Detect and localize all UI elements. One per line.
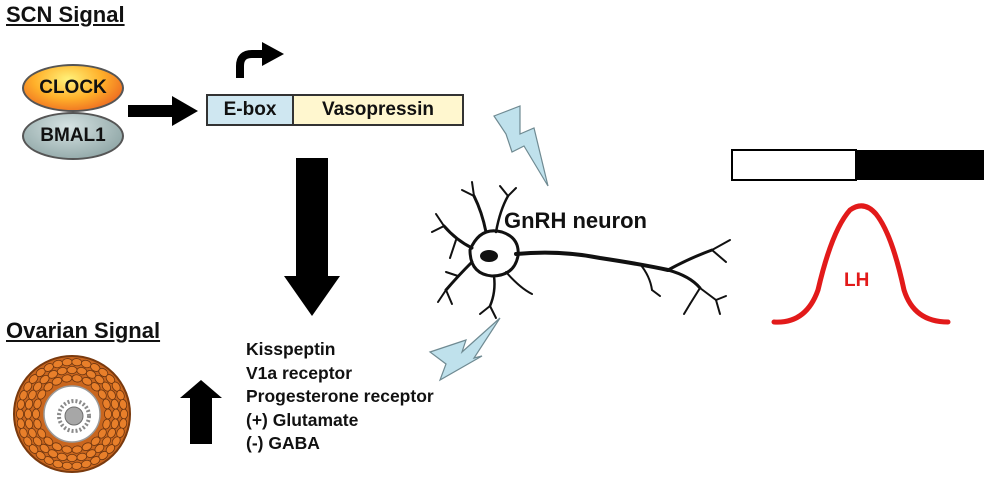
- granulosa-cell: [120, 408, 129, 420]
- clock-protein: CLOCK: [22, 64, 124, 112]
- ovarian-up-arrow: [180, 380, 222, 444]
- granulosa-cell: [23, 408, 32, 420]
- granulosa-cell: [31, 408, 40, 420]
- granulosa-cell: [104, 408, 113, 420]
- ovarian-follicle-icon: [13, 355, 131, 473]
- granulosa-cell: [37, 428, 47, 439]
- granulosa-cell: [61, 445, 73, 454]
- ebox-label: E-box: [223, 99, 277, 120]
- granulosa-cell: [110, 398, 119, 410]
- target-item-progesterone-receptor: Progesterone receptor: [246, 386, 434, 406]
- granulosa-cell: [51, 377, 63, 386]
- bmal1-protein: BMAL1: [22, 112, 124, 160]
- target-item-kisspeptin: Kisspeptin: [246, 339, 336, 359]
- clock-label: CLOCK: [39, 77, 107, 98]
- granulosa-cell: [15, 408, 24, 420]
- scn-signal-title: SCN Signal: [6, 2, 125, 27]
- activation-arrow: [128, 96, 198, 126]
- granulosa-cell: [112, 408, 121, 420]
- ovarian-signal-title: Ovarian Signal: [6, 318, 161, 343]
- granulosa-cell: [71, 374, 83, 383]
- target-item-v1a-receptor: V1a receptor: [246, 362, 353, 383]
- target-list: Kisspeptin V1a receptor Progesterone rec…: [246, 338, 434, 456]
- lh-surge-curve: [771, 203, 951, 325]
- lightning-bolt-icon-top: [493, 105, 549, 187]
- lightning-bolt-icon-bottom: [428, 317, 501, 382]
- light-dark-cycle-bar: [731, 149, 984, 181]
- vasopressin-gene: Vasopressin: [292, 94, 464, 126]
- downregulation-arrow: [284, 158, 340, 316]
- granulosa-cell: [66, 454, 78, 463]
- lh-label: LH: [844, 270, 870, 291]
- bmal1-label: BMAL1: [40, 125, 106, 146]
- transcription-start-arrow: [236, 42, 284, 78]
- ebox-element: E-box: [206, 94, 294, 126]
- granulosa-cell: [102, 398, 111, 410]
- target-item-glutamate: (+) Glutamate: [246, 409, 359, 430]
- granulosa-cell: [97, 389, 107, 400]
- granulosa-cell: [81, 442, 93, 451]
- gnrh-neuron-label: GnRH neuron: [504, 208, 647, 233]
- granulosa-cell: [119, 399, 128, 410]
- target-item-gaba: (-) GABA: [246, 433, 320, 453]
- vasopressin-label: Vasopressin: [322, 99, 434, 120]
- granulosa-cell: [66, 365, 78, 374]
- gnrh-neuron-drawing: [431, 181, 731, 319]
